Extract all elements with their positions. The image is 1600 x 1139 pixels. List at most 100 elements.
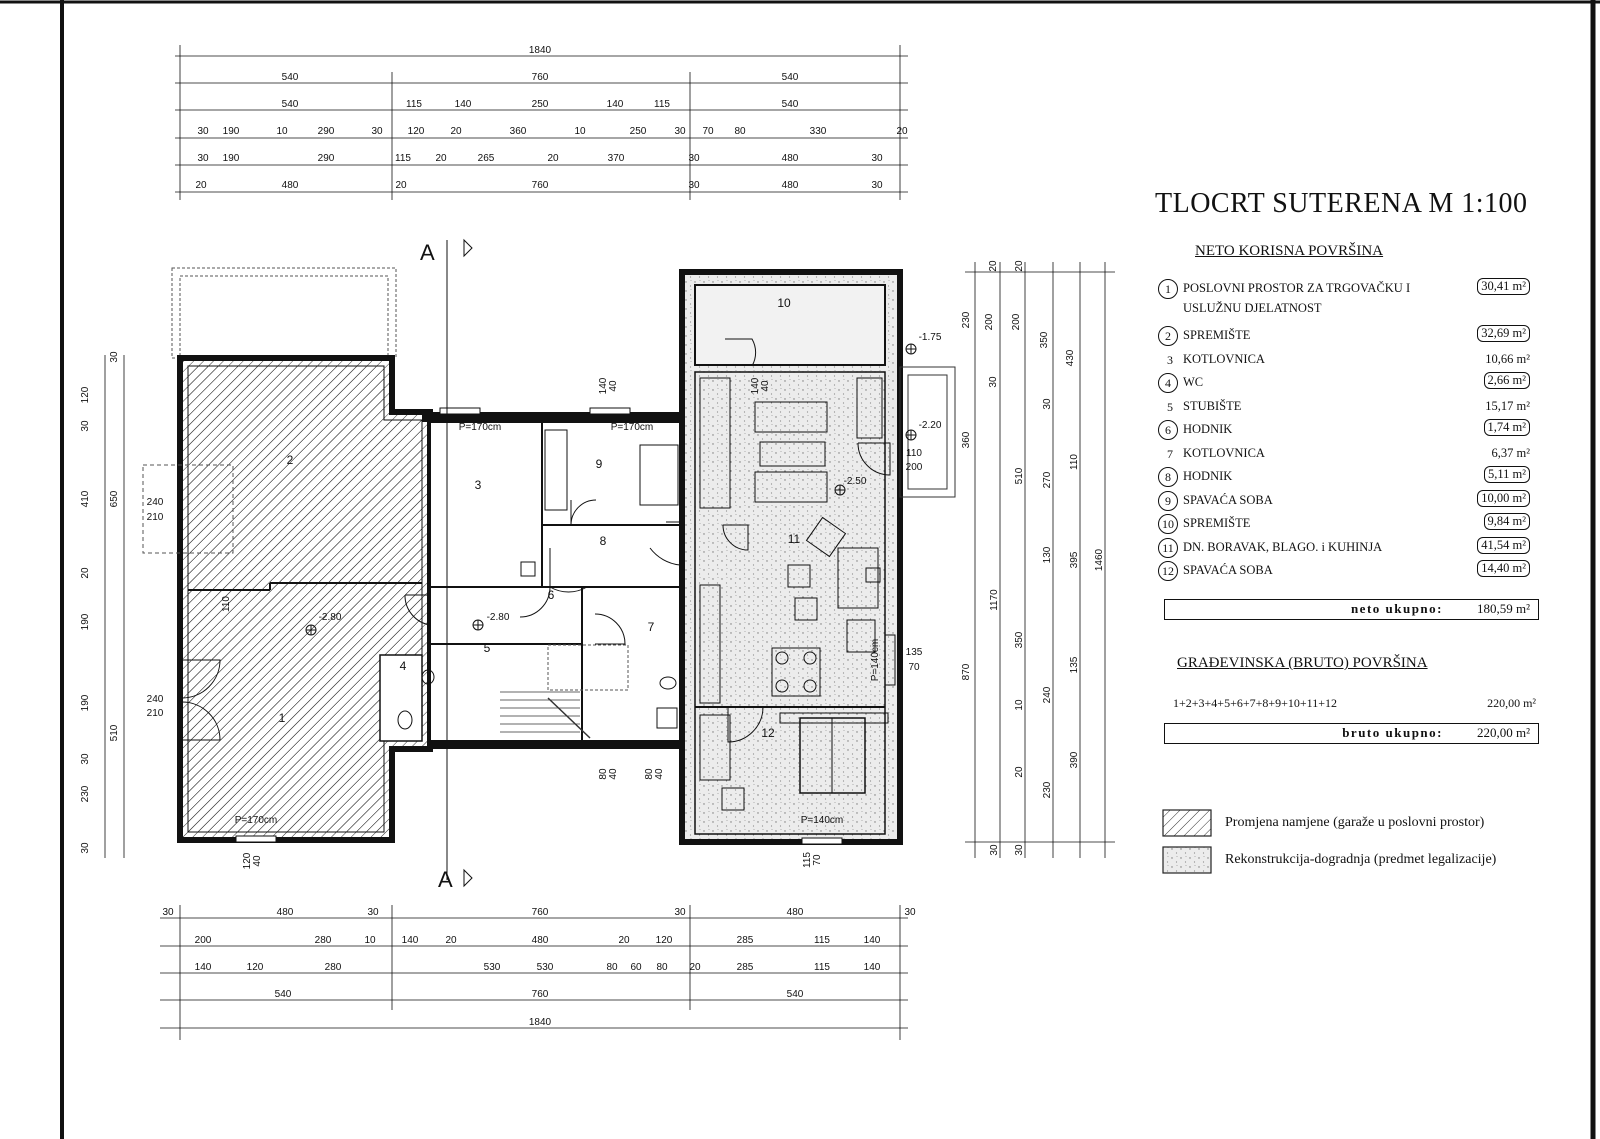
neto-total-value: 180,59 m²: [1476, 601, 1530, 616]
bruto-sum-row: 1+2+3+4+5+6+7+8+9+10+11+12 220,00 m²: [1173, 696, 1536, 711]
room-11-12: [694, 371, 886, 835]
bruto-total-box: bruto ukupno: 220,00 m²: [1164, 723, 1539, 744]
dimension-value: 20: [689, 962, 701, 973]
room-5: [429, 643, 583, 742]
level-label: -2.50: [844, 476, 867, 487]
dimension-value: 760: [532, 180, 549, 191]
dimension-value: 20: [1014, 260, 1025, 272]
dimension-value: 30: [197, 126, 209, 137]
dimension-value: 480: [787, 907, 804, 918]
dimension-value: 285: [737, 962, 754, 973]
dimension-value: 140: [864, 935, 881, 946]
dimension-value: 120: [408, 126, 425, 137]
opening-dimension: 115: [802, 852, 813, 868]
level-label: -1.75: [919, 332, 942, 343]
dimension-value: 760: [532, 989, 549, 1000]
dimension-value: 120: [247, 962, 264, 973]
dimension-value: 760: [532, 72, 549, 83]
room-9: [541, 421, 683, 526]
room-area-name-continued: USLUŽNU DJELATNOST: [1183, 301, 1322, 315]
dimension-value: 540: [275, 989, 292, 1000]
dimension-value: 330: [810, 126, 827, 137]
dimension-value: 20: [395, 180, 407, 191]
dimension-value: 20: [1014, 766, 1025, 778]
dimension-value: 30: [162, 907, 174, 918]
window-note: P=140cm: [801, 815, 844, 826]
room-3: [429, 421, 543, 588]
dimension-value: 360: [961, 431, 972, 448]
right-wing: [679, 269, 956, 845]
opening-dimension: 240: [147, 497, 164, 508]
room-area-value: 15,17 m²: [1485, 398, 1530, 413]
room-area-name: SPAVAĆA SOBA: [1183, 492, 1273, 507]
legend-label-hatch: Promjena namjene (garaže u poslovni pros…: [1225, 815, 1485, 830]
dimension-value: 30: [197, 153, 209, 164]
room-area-value: 32,69 m²: [1477, 325, 1530, 342]
central-block: [397, 412, 683, 749]
room-area-number: 11: [1158, 537, 1178, 558]
opening-dimension: 70: [812, 854, 823, 866]
legend-stipple-swatch: [1162, 846, 1212, 874]
dimension-value: 140: [607, 99, 624, 110]
room-area-number: 4: [1158, 373, 1178, 393]
dimension-value: 10: [276, 126, 288, 137]
dimension-value: 30: [80, 420, 91, 432]
opening-dimension: 140: [598, 377, 609, 394]
dimension-value: 540: [782, 72, 799, 83]
opening-dimension: 40: [252, 855, 263, 867]
room-area-name: SPAVAĆA SOBA: [1183, 563, 1273, 577]
opening-dimension: 110: [906, 448, 922, 459]
dimension-value: 10: [1014, 699, 1025, 711]
right-wing-outline: [679, 269, 903, 845]
dimension-value: 510: [1014, 467, 1025, 484]
neto-total-label: neto ukupno:: [1350, 601, 1443, 616]
dimension-value: 30: [367, 907, 379, 918]
dimension-value: 120: [80, 386, 91, 403]
room-number-3: 3: [475, 478, 482, 492]
dimension-value: 200: [1011, 313, 1022, 330]
window-note: P=170cm: [459, 422, 502, 433]
dimension-value: 70: [702, 126, 714, 137]
dimension-value: 30: [988, 376, 999, 388]
dimension-value: 80: [734, 126, 746, 137]
dimension-value: 1460: [1094, 548, 1105, 571]
legend-label-stipple: Rekonstrukcija-dogradnja (predmet legali…: [1225, 852, 1497, 867]
dimension-value: 480: [782, 153, 799, 164]
dimension-value: 285: [737, 935, 754, 946]
level-labels: -1.75-2.20-2.50-2.80-2.80: [319, 332, 942, 623]
dimension-value: 280: [325, 962, 342, 973]
neto-heading: NETO KORISNA POVRŠINA: [1195, 243, 1384, 259]
bruto-sum-label: 1+2+3+4+5+6+7+8+9+10+11+12: [1173, 696, 1337, 710]
opening-dimension: 80: [644, 768, 655, 780]
dimension-value: 30: [1014, 844, 1025, 856]
dimension-value: 30: [989, 844, 1000, 856]
dimension-value: 20: [547, 153, 559, 164]
room-number-12: 12: [761, 726, 775, 740]
dimension-value: 280: [315, 935, 332, 946]
room-area-value: 2,66 m²: [1483, 372, 1530, 389]
dimension-value: 760: [532, 907, 549, 918]
dimension-value: 20: [896, 126, 908, 137]
room-area-number: 1: [1158, 279, 1178, 299]
bruto-total-value: 220,00 m²: [1476, 725, 1530, 740]
dimension-value: 270: [1042, 471, 1053, 488]
dimension-value: 530: [537, 962, 554, 973]
dimension-value: 480: [277, 907, 294, 918]
dimension-value: 530: [484, 962, 501, 973]
room-10: [694, 284, 886, 366]
room-area-value: 41,54 m²: [1477, 536, 1530, 554]
opening-dimension: 200: [906, 462, 923, 473]
room-area-number: 10: [1158, 514, 1178, 534]
dimension-value: 190: [80, 613, 91, 630]
opening-dimension: 40: [608, 380, 619, 392]
dimension-value: 30: [371, 126, 383, 137]
dimension-value: 60: [630, 962, 642, 973]
dimension-value: 115: [654, 99, 670, 110]
dimension-value: 140: [864, 962, 881, 973]
